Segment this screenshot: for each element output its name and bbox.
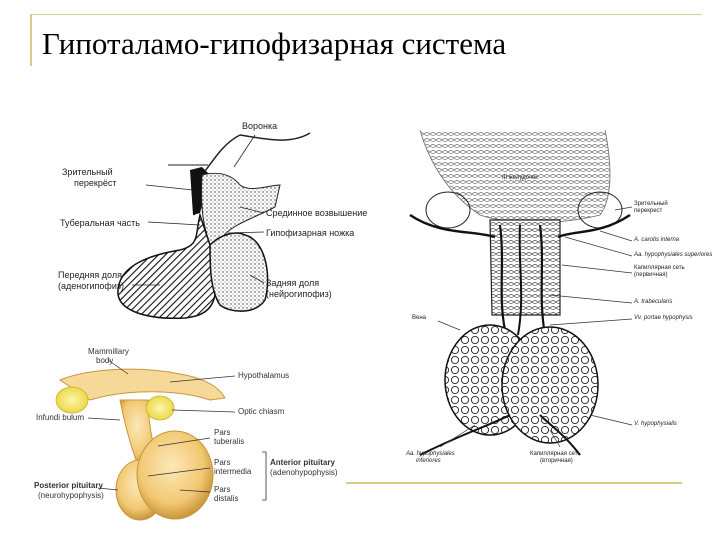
- frame-line-top: [30, 14, 702, 15]
- label-optic-chiasm-ru-1: Зрительный: [62, 167, 113, 177]
- figure-pituitary-parts: Mammillary body Hypothalamus Infundi bul…: [30, 340, 350, 535]
- label-funnel: Воронка: [242, 121, 278, 131]
- figure-portal-system: III желудочек Зрительный перекрест A. ca…: [400, 125, 715, 475]
- label-anterior-lobe-2: (аденогипофиз): [58, 281, 124, 291]
- label-pars-distalis-1: Pars: [214, 485, 231, 494]
- label-aa-hyp-inf-1: Aa. hypophysiales: [406, 451, 455, 457]
- label-optic-chiasm-right-2: перекрест: [634, 208, 663, 214]
- label-neurohypophysis: (neurohypophysis): [38, 491, 104, 500]
- label-anterior-lobe-1: Передняя доля: [58, 270, 122, 280]
- label-optic-chiasm-right-1: Зрительный: [634, 201, 668, 207]
- label-infundibulum: Infundi bulum: [36, 413, 85, 422]
- label-optic-chiasm-ru-2: перекрёст: [74, 178, 117, 188]
- label-capillary-secondary-2: (вторичная): [540, 458, 573, 464]
- frame-line-bottom: [346, 482, 682, 484]
- label-posterior-pituitary: Posterior pituitary: [34, 481, 103, 490]
- label-median-eminence: Срединное возвышение: [266, 208, 368, 218]
- label-v-hypophysialis: V. hypophysialis: [634, 421, 677, 427]
- label-mammillary-2: body: [96, 356, 114, 365]
- label-mammillary-1: Mammillary: [88, 347, 129, 356]
- label-capillary-primary-1: Капиллярная сеть: [634, 265, 685, 271]
- slide-title: Гипоталамо-гипофизарная система: [42, 26, 507, 61]
- label-capillary-primary-2: (первичная): [634, 272, 668, 278]
- pituitary-parts-drawing: [55, 359, 267, 521]
- label-posterior-lobe-1: Задняя доля: [266, 278, 320, 288]
- label-pituitary-stalk: Гипофизарная ножка: [266, 228, 355, 238]
- label-aa-hyp-inf-2: inferiores: [416, 458, 441, 464]
- label-a-trabecularis: A. trabecularis: [634, 299, 673, 305]
- label-pars-intermedia-2: intermedia: [214, 467, 252, 476]
- label-a-carotis: A. carotis interna: [634, 237, 680, 243]
- label-vv-portae: Vv. portae hypophysis: [634, 315, 693, 321]
- label-pars-tuberalis-1: Pars: [214, 428, 231, 437]
- label-aa-hyp-sup: Aa. hypophysiales superiores: [634, 252, 713, 258]
- label-optic-chiasm-en: Optic chiasm: [238, 407, 285, 416]
- hypophysis-section-drawing: [117, 132, 311, 319]
- label-pars-distalis-2: distalis: [214, 494, 239, 503]
- figure-hypophysis-section: Воронка Зрительный перекрёст Туберальная…: [50, 115, 367, 330]
- label-third-ventricle: III желудочек: [502, 175, 538, 181]
- label-vein: Вена: [412, 315, 426, 321]
- label-capillary-secondary-1: Капиллярная сеть: [530, 451, 581, 457]
- portal-system-drawing: [409, 129, 633, 456]
- label-posterior-lobe-2: (нейрогипофиз): [266, 289, 332, 299]
- label-adenohypophysis: (adenohypophysis): [270, 468, 338, 477]
- label-pars-tuberalis-2: tuberalis: [214, 437, 245, 446]
- label-pars-intermedia-1: Pars: [214, 458, 231, 467]
- frame-line-left: [30, 14, 32, 66]
- label-hypothalamus: Hypothalamus: [238, 371, 290, 380]
- label-tuberal-part: Туберальная часть: [60, 218, 140, 228]
- label-anterior-pituitary: Anterior pituitary: [270, 458, 335, 467]
